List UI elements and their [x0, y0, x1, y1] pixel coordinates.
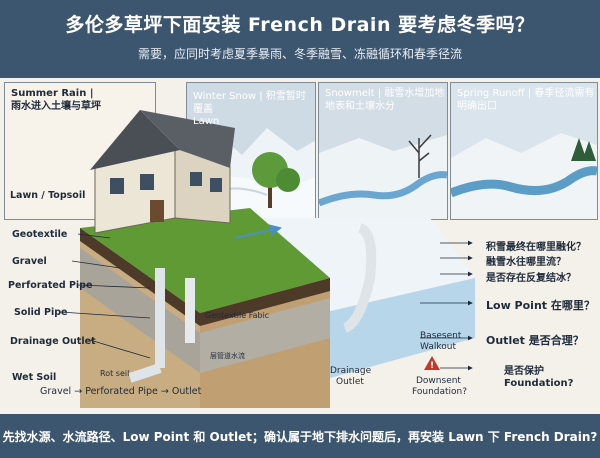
gravel-layer	[80, 248, 200, 373]
footer-banner: 先找水源、水流路径、Low Point 和 Outlet；确认属于地下排水问题后…	[0, 414, 600, 458]
panel-spring-label: Spring Runoff | 春季径流需有 明确出口	[457, 88, 594, 113]
header-banner: 多伦多草坪下面安装 French Drain 要考虑冬季吗？ 需要，应同时考虑夏…	[0, 0, 600, 78]
lawn-topsoil-label: Lawn / Topsoil	[10, 190, 86, 201]
panel-snowmelt: Snowmelt | 融雪水增加地 地表和土壤水分	[318, 82, 448, 220]
house-icon	[90, 110, 235, 234]
gravel-label: Gravel	[12, 256, 47, 267]
rot-seil-text: Rot seil	[100, 369, 129, 378]
panel-snowmelt-label-line1: Snowmelt | 融雪水增加地	[325, 88, 445, 99]
warning-icon: !	[424, 356, 440, 371]
panel-summer-label-line2: 雨水进入土壤与草坪	[11, 100, 101, 112]
basement-text-1: Basesent	[420, 331, 462, 341]
meltwater-stream	[319, 171, 447, 207]
panel-spring-label-line2: 明确出口	[457, 100, 497, 112]
flow-path-label: Gravel → Perforated Pipe → Outlet	[40, 386, 202, 397]
pipe-caption-text: 层管道水流	[210, 351, 245, 360]
geotextile-label: Geotextile	[12, 229, 68, 240]
question-foundation-line1: 是否保护	[504, 366, 544, 377]
panel-snowmelt-label-line2: 地表和土壤水分	[325, 100, 395, 112]
panel-snowmelt-label: Snowmelt | 融雪水增加地 地表和土壤水分	[325, 88, 444, 113]
perforated-pipe-label: Perforated Pipe	[8, 280, 93, 291]
basement-text-2: Walkout	[420, 342, 456, 352]
question-meltwater-flow: 融雪水往哪里流？	[486, 257, 566, 268]
panel-spring-label-line1: Spring Runoff | 春季径流需有	[457, 88, 595, 99]
question-snow-melt-location: 积雪最终在哪里融化？	[486, 242, 586, 253]
page-title: 多伦多草坪下面安装 French Drain 要考虑冬季吗？	[65, 14, 535, 36]
cross-section-illustration: Geotextile Fabic Rot seil 层管道水流 Drainage…	[59, 110, 475, 408]
drainage-outlet-label: Drainage Outlet	[10, 336, 96, 347]
drainage-outlet-text-2: Outlet	[336, 377, 364, 387]
page-subtitle: 需要，应同时考虑夏季暴雨、冬季融雪、冻融循环和春季径流	[137, 47, 462, 61]
footer-text: 先找水源、水流路径、Low Point 和 Outlet；确认属于地下排水问题后…	[2, 430, 598, 444]
lawn-surface	[80, 208, 330, 313]
solid-pipe-label: Solid Pipe	[14, 307, 68, 318]
runoff-stream	[451, 166, 597, 198]
bare-tree-icon	[408, 134, 432, 178]
spring-scene	[451, 83, 597, 219]
panel-summer-label-line1: Summer Rain |	[11, 88, 94, 99]
pine-tree-icon	[571, 138, 596, 161]
foundation-text-1: Downsent	[416, 376, 461, 386]
question-refreezing: 是否存在反复结冰？	[486, 273, 576, 284]
question-low-point: Low Point 在哪里？	[486, 299, 595, 312]
geotextile-fabric-text: Geotextile Fabic	[205, 311, 269, 320]
panel-summer-label: Summer Rain | 雨水进入土壤与草坪	[11, 88, 101, 113]
panel-spring-runoff: Spring Runoff | 春季径流需有 明确出口	[450, 82, 598, 220]
tree-icon	[252, 152, 300, 208]
question-foundation-line2: Foundation?	[504, 378, 574, 389]
foundation-text-2: Foundation?	[412, 387, 467, 397]
question-outlet: Outlet 是否合理？	[486, 334, 584, 347]
panel-winter-label-line1: Winter Snow | 积雪暂时覆盖	[193, 91, 306, 115]
perforated-pipe	[342, 223, 377, 333]
drainage-outlet-text-1: Drainage	[330, 366, 372, 376]
panel-winter-label: Winter Snow | 积雪暂时覆盖 Lawn	[193, 91, 315, 129]
svg-text:!: !	[430, 361, 434, 371]
panel-winter-label-line2: Lawn	[193, 116, 220, 127]
snowmelt-scene	[319, 83, 447, 219]
wet-soil-label: Wet Soil	[12, 372, 57, 383]
